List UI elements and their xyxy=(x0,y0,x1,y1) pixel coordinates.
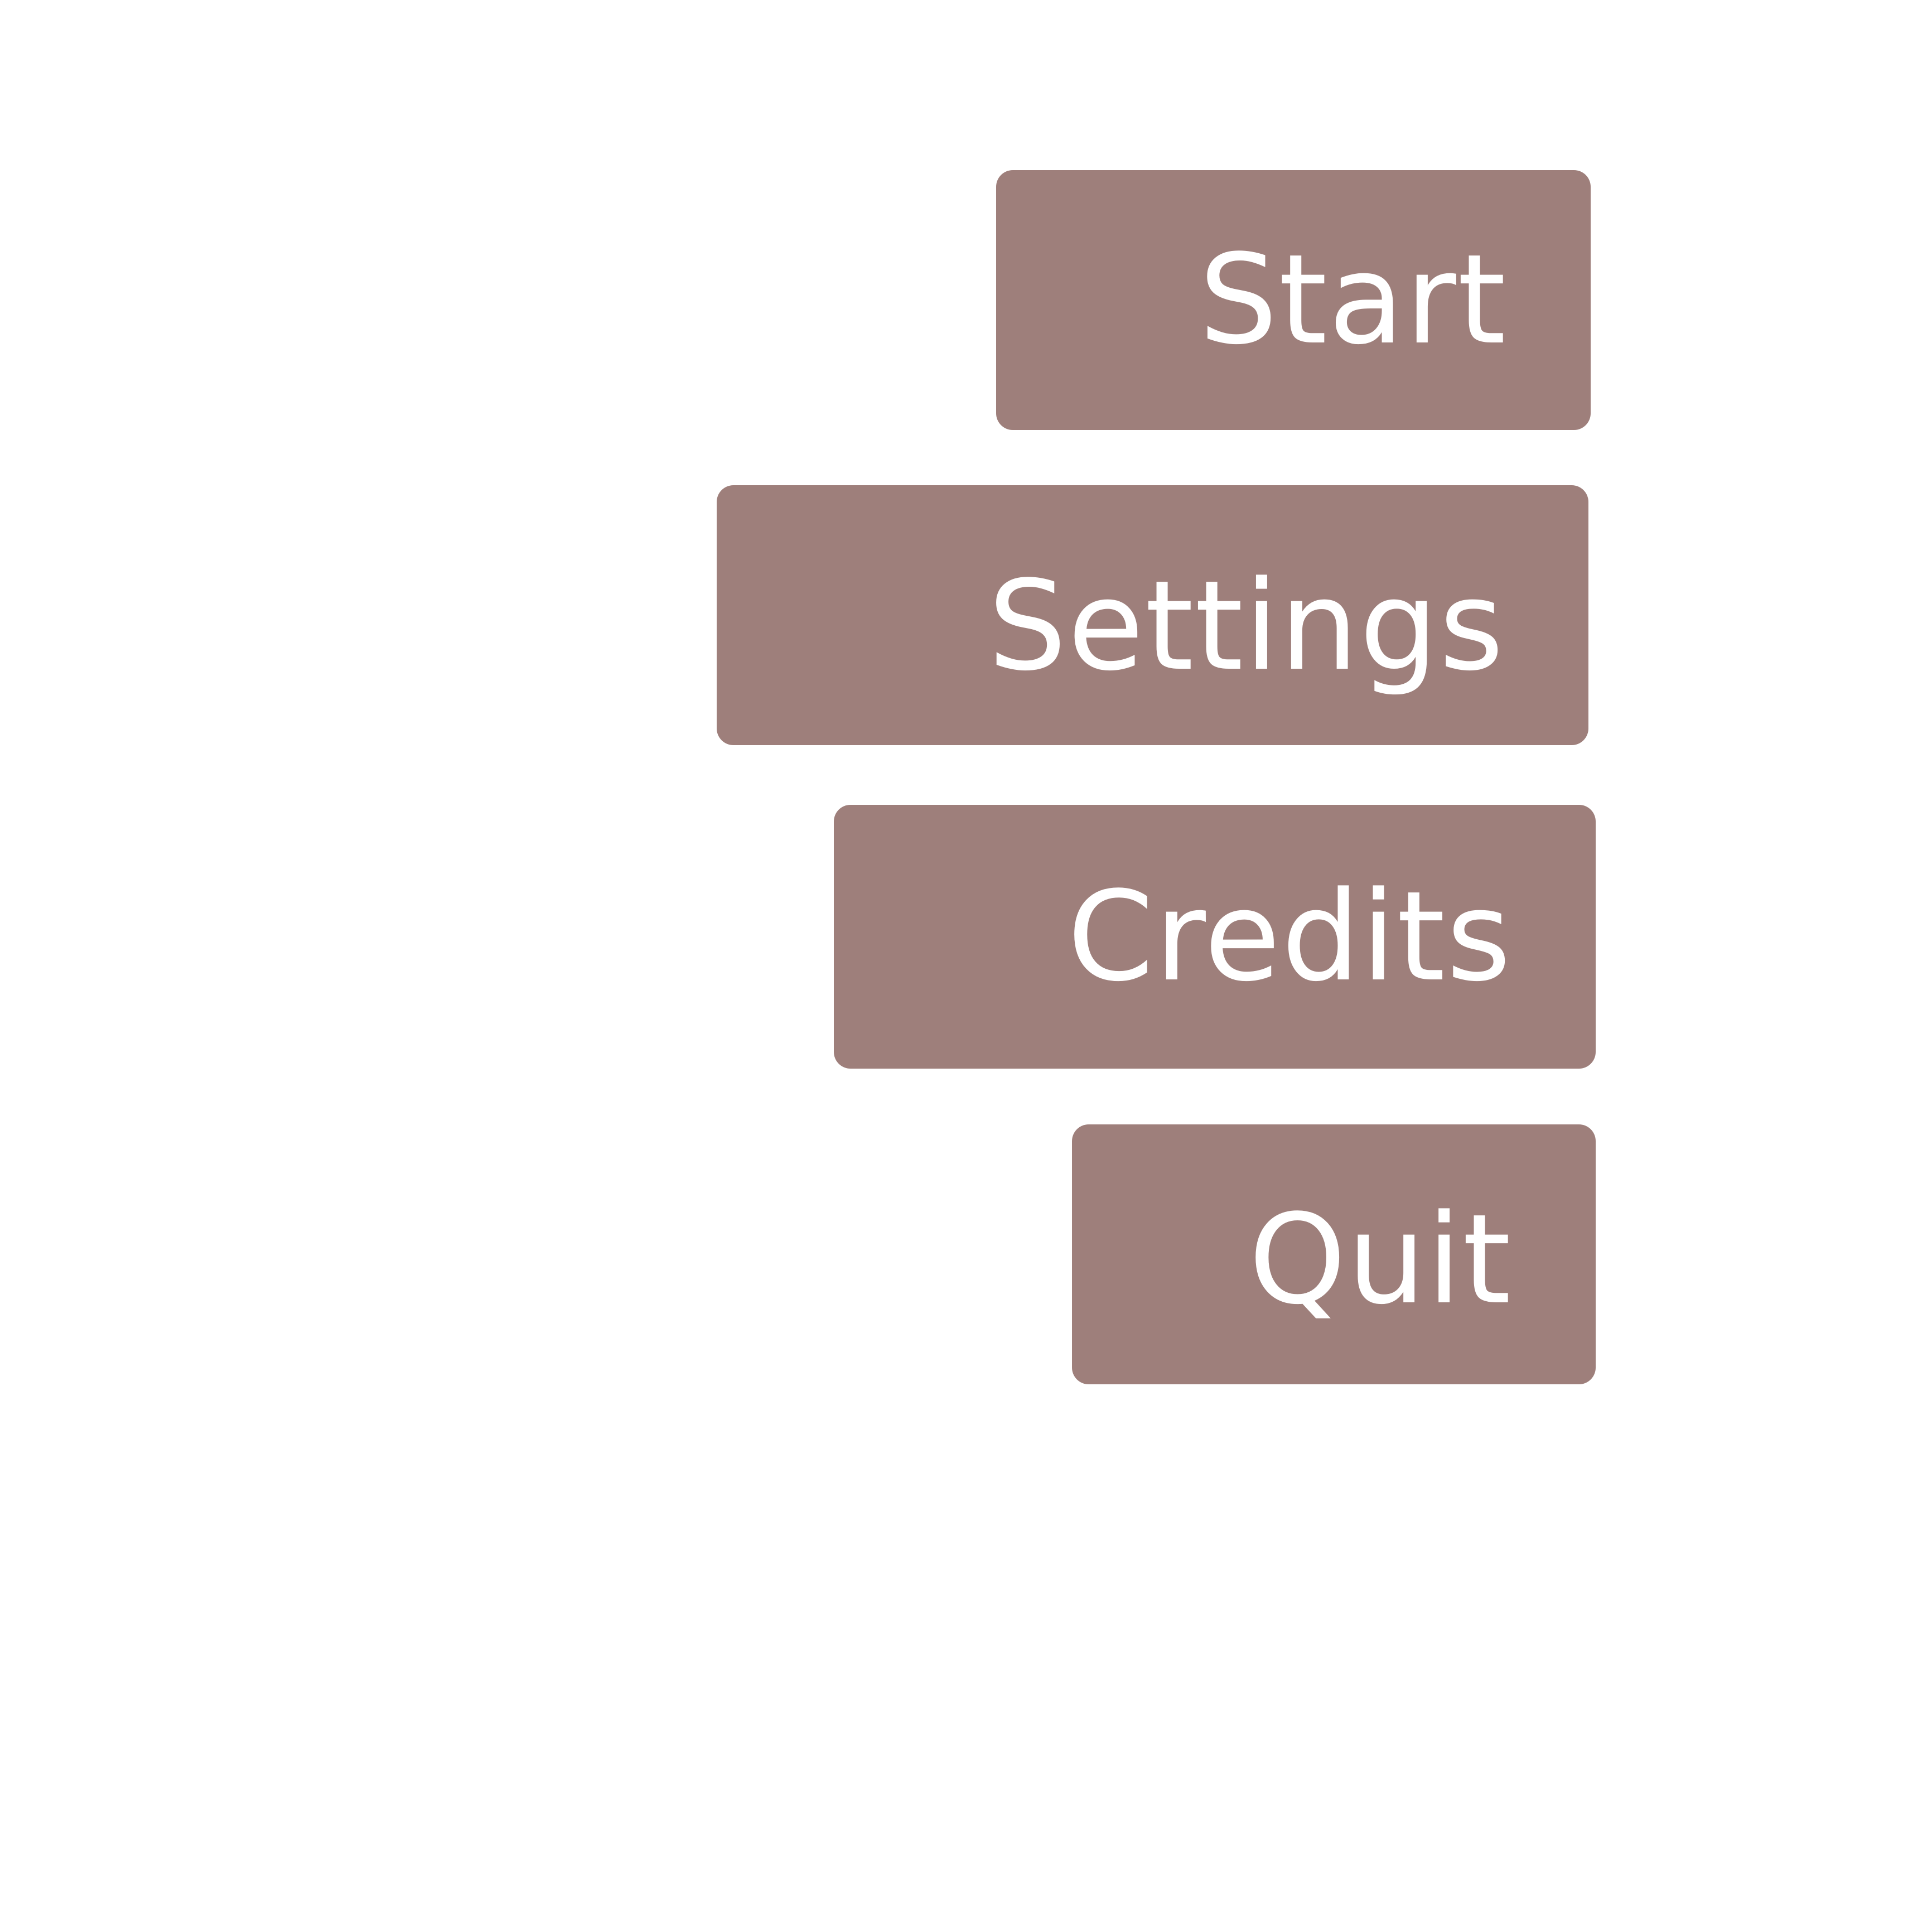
quit-button[interactable]: Quit xyxy=(1072,1124,1596,1384)
credits-button[interactable]: Credits xyxy=(834,805,1596,1069)
credits-button-label: Credits xyxy=(1067,864,1512,1009)
settings-button-label: Settings xyxy=(988,554,1505,698)
settings-button[interactable]: Settings xyxy=(717,485,1588,745)
start-button-label: Start xyxy=(1199,228,1507,372)
quit-button-label: Quit xyxy=(1248,1188,1512,1332)
start-button[interactable]: Start xyxy=(996,170,1591,430)
